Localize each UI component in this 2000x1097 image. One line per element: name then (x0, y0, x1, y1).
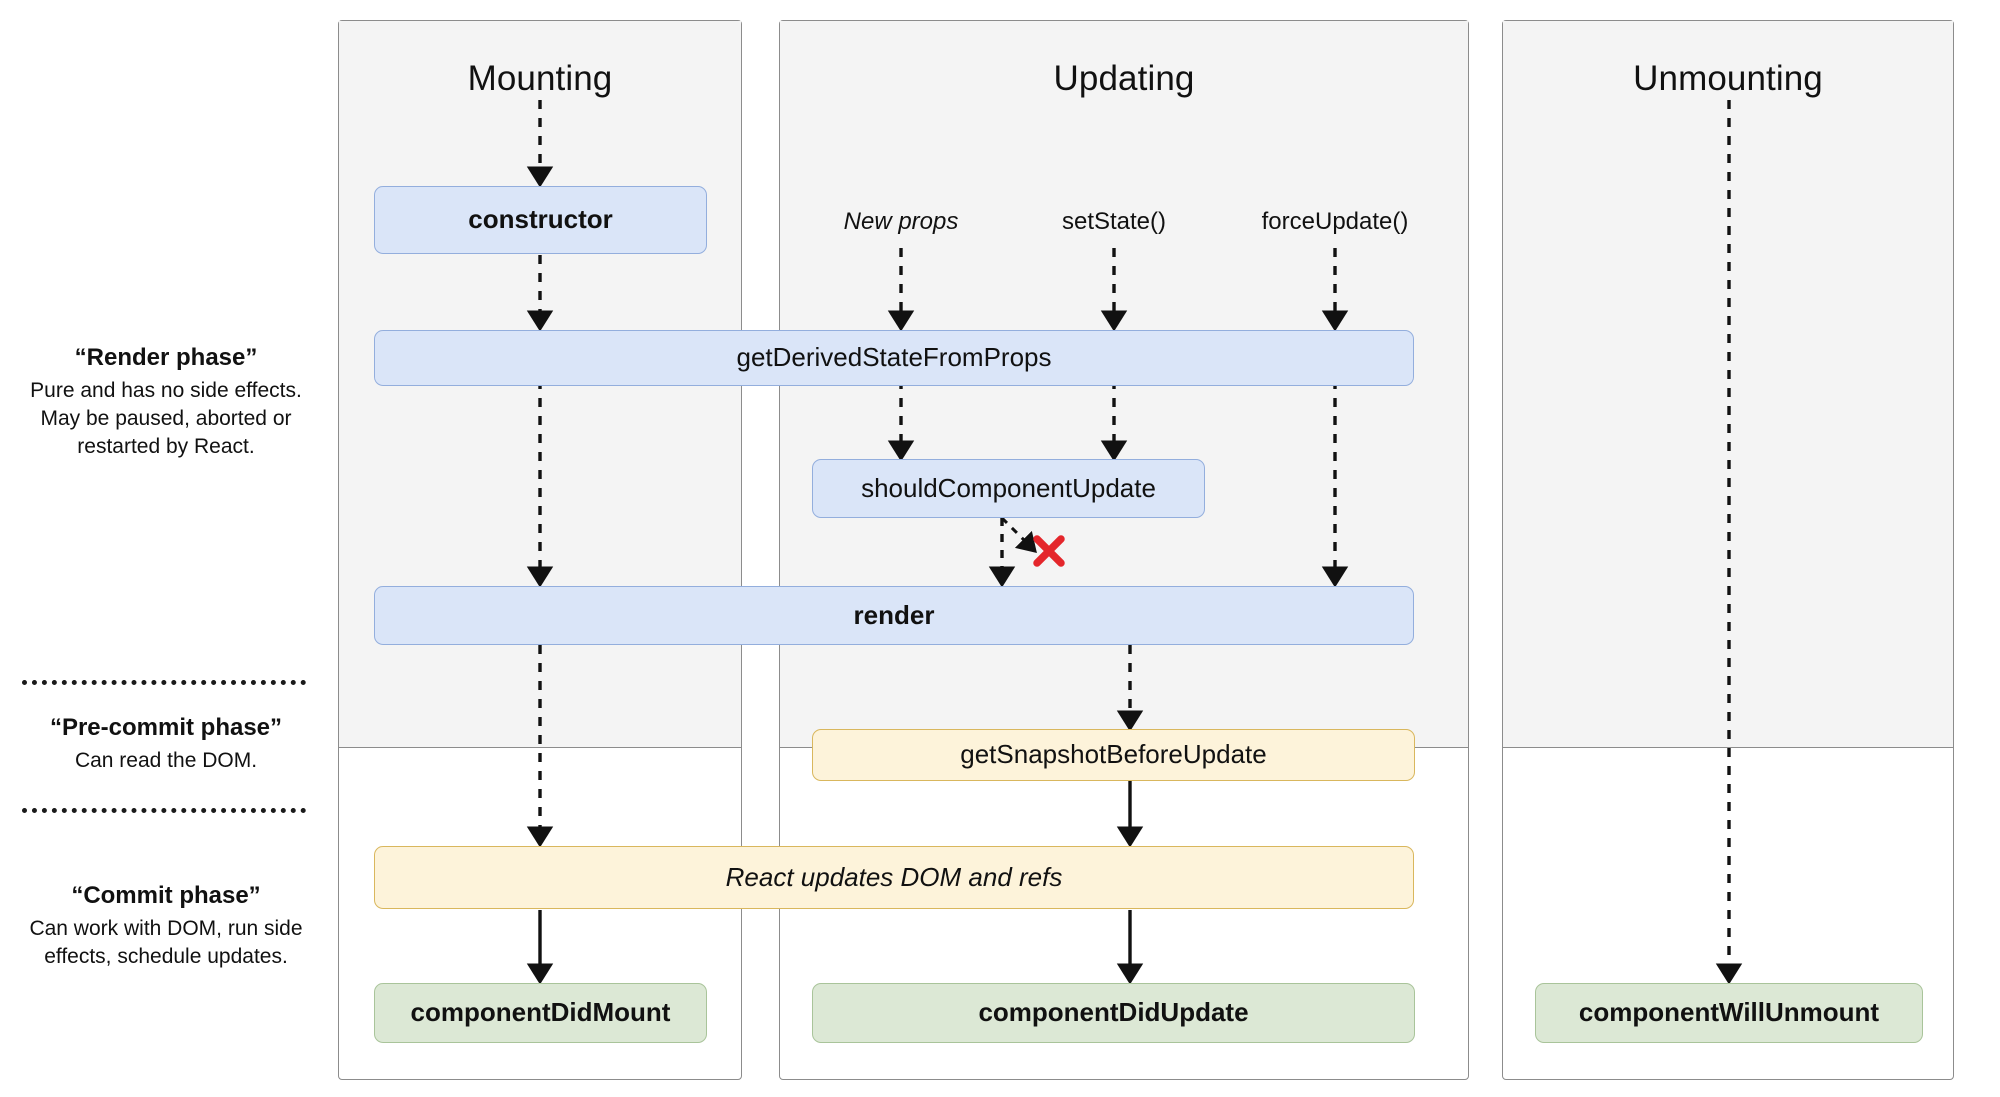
phase-legend-pre-commit: “Pre-commit phase” Can read the DOM. (16, 712, 316, 775)
lifecycle-box-component-will-unmount[interactable]: componentWillUnmount (1535, 983, 1923, 1043)
lifecycle-box-component-did-update[interactable]: componentDidUpdate (812, 983, 1415, 1043)
lifecycle-box-render[interactable]: render (374, 586, 1414, 645)
column-title-updating: Updating (1053, 59, 1195, 98)
phase-legend-commit-body: Can work with DOM, run side effects, sch… (29, 917, 303, 969)
phase-divider-pre-commit-top (22, 680, 306, 685)
lifecycle-box-component-did-mount[interactable]: componentDidMount (374, 983, 707, 1043)
column-title-unmounting: Unmounting (1633, 59, 1823, 98)
phase-legend-render-title: “Render phase” (74, 344, 258, 371)
phase-legend-commit-title: “Commit phase” (71, 882, 261, 909)
trigger-label-force-update: forceUpdate() (1261, 208, 1409, 235)
phase-legend-render: “Render phase” Pure and has no side effe… (16, 342, 316, 462)
phase-legend-pre-commit-title: “Pre-commit phase” (49, 714, 283, 741)
phase-legend-render-body: Pure and has no side effects. May be pau… (30, 379, 302, 459)
column-panel-unmounting: Unmounting (1502, 20, 1954, 1080)
column-title-mounting: Mounting (467, 59, 613, 98)
phase-legend-pre-commit-body: Can read the DOM. (74, 749, 258, 773)
phase-legend-commit: “Commit phase” Can work with DOM, run si… (16, 880, 316, 971)
panel-render-region-unmounting (1503, 21, 1953, 748)
column-panel-mounting: Mounting (338, 20, 742, 1080)
skip-render-x-icon (1030, 532, 1068, 570)
lifecycle-box-get-snapshot-before-update[interactable]: getSnapshotBeforeUpdate (812, 729, 1415, 781)
trigger-label-new-props: New props (843, 208, 959, 235)
trigger-label-set-state: setState() (1061, 208, 1167, 235)
lifecycle-box-react-updates-dom-and-refs[interactable]: React updates DOM and refs (374, 846, 1414, 909)
lifecycle-box-should-component-update[interactable]: shouldComponentUpdate (812, 459, 1205, 518)
phase-divider-pre-commit-bottom (22, 808, 306, 813)
column-panel-updating: Updating (779, 20, 1469, 1080)
lifecycle-box-constructor[interactable]: constructor (374, 186, 707, 254)
lifecycle-box-get-derived-state-from-props[interactable]: getDerivedStateFromProps (374, 330, 1414, 386)
